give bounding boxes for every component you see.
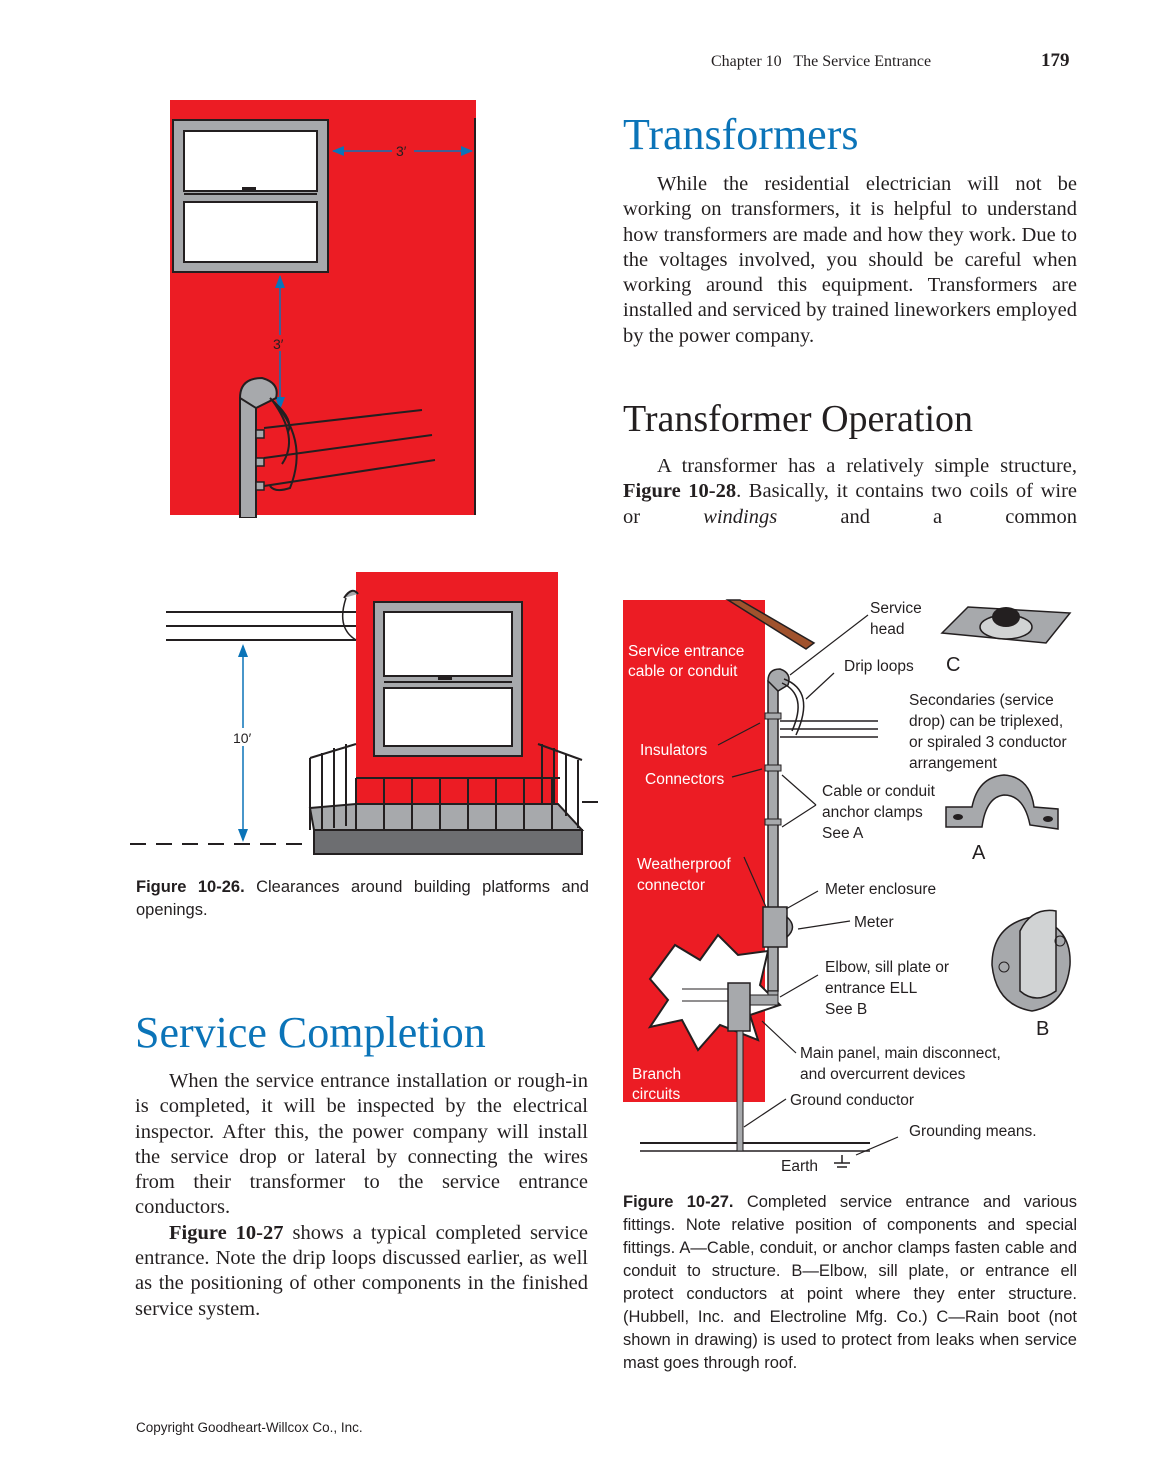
running-header: Chapter 10 The Service Entrance (711, 53, 931, 71)
balcony-platform (308, 803, 585, 831)
label-main-panel: Main panel, main disconnect,and overcurr… (800, 1045, 1001, 1083)
figure-10-27-caption: Figure 10-27. Completed service entrance… (623, 1191, 1077, 1375)
caption-label: Figure 10-27. (623, 1193, 734, 1211)
transformers-paragraph: While the residential electrician will n… (623, 173, 1077, 347)
caption-label: Figure 10-26. (136, 878, 245, 896)
caption-text: Completed service entrance and various f… (623, 1193, 1077, 1372)
inset-c-label: C (946, 654, 960, 676)
caption-text: Clearances around building platforms and… (136, 878, 589, 919)
chapter-number: Chapter 10 (711, 53, 782, 70)
inset-a-clamp: A (945, 774, 1059, 864)
emphasis-windings: windings (703, 505, 778, 528)
label-connectors: Connectors (645, 771, 725, 788)
page-number: 179 (1041, 50, 1070, 71)
figure-reference: Figure 10-28 (623, 480, 737, 503)
label-drip-loops: Drip loops (844, 658, 914, 675)
service-completion-paragraph-1: When the service entrance installation o… (135, 1070, 588, 1219)
figure-10-26-window-illustration: 3′ 3′ (170, 100, 476, 518)
dim-window-below: 3′ (273, 336, 284, 352)
inset-b-label: B (1036, 1018, 1049, 1040)
label-meter: Meter (854, 914, 894, 931)
dim-platform: 10′ (233, 730, 252, 746)
figure-reference: Figure 10-27 (169, 1221, 284, 1244)
label-meter-enclosure: Meter enclosure (825, 881, 936, 898)
label-insulators: Insulators (640, 742, 707, 759)
label-earth: Earth (781, 1158, 818, 1175)
dim-window-side: 3′ (396, 143, 407, 159)
inset-a-label: A (972, 842, 986, 864)
figure-10-26-caption: Figure 10-26. Clearances around building… (136, 876, 589, 922)
service-completion-body: When the service entrance installation o… (135, 1069, 588, 1322)
heading-transformers: Transformers (623, 110, 859, 159)
inset-c-rain-boot: C (940, 606, 1072, 676)
heading-transformer-operation: Transformer Operation (623, 398, 974, 440)
transformer-operation-body: A transformer has a relatively simple st… (623, 454, 1077, 530)
heading-service-completion: Service Completion (135, 1008, 486, 1057)
chapter-title: The Service Entrance (793, 53, 932, 70)
copyright-footer: Copyright Goodheart-Willcox Co., Inc. (136, 1420, 363, 1435)
service-completion-paragraph-2: Figure 10-27 shows a typical completed s… (135, 1221, 588, 1320)
label-ground-conductor: Ground conductor (790, 1092, 914, 1109)
inset-b-sill-plate: B (991, 909, 1071, 1040)
label-grounding-means: Grounding means. (909, 1123, 1037, 1140)
transformers-body: While the residential electrician will n… (623, 172, 1077, 349)
transformer-operation-paragraph: A transformer has a relatively simple st… (623, 455, 1077, 528)
figure-10-26-balcony-illustration: 10′ (130, 572, 598, 855)
